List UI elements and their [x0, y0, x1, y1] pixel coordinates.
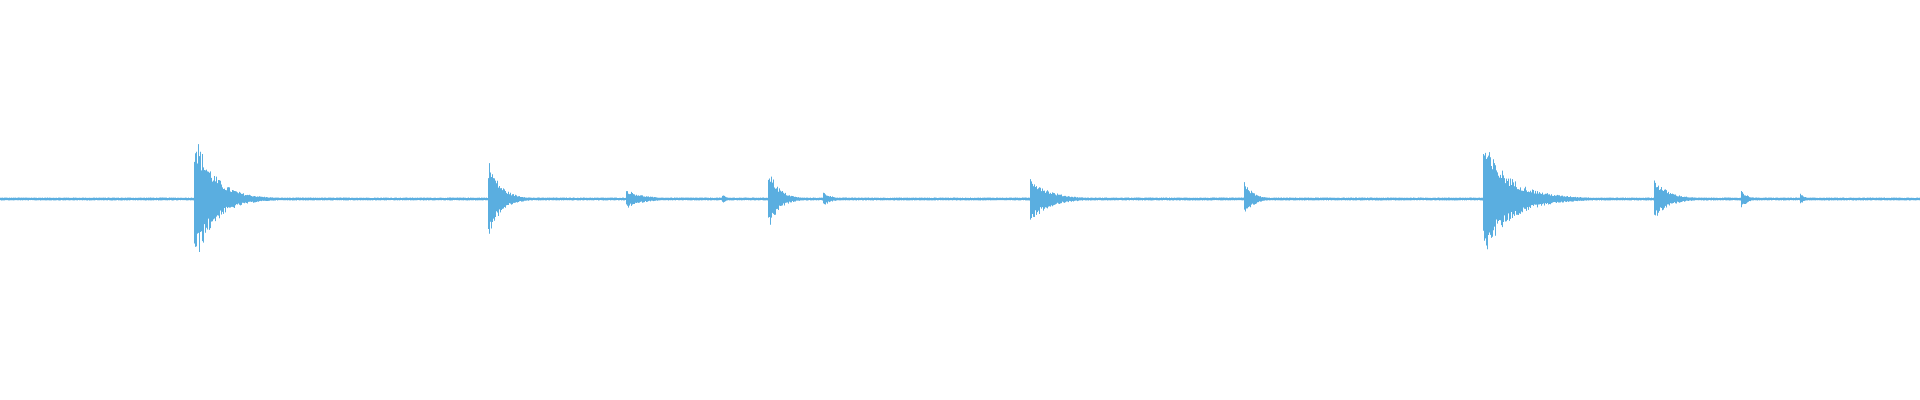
waveform-trace	[0, 144, 1920, 252]
waveform-path	[0, 144, 1920, 252]
